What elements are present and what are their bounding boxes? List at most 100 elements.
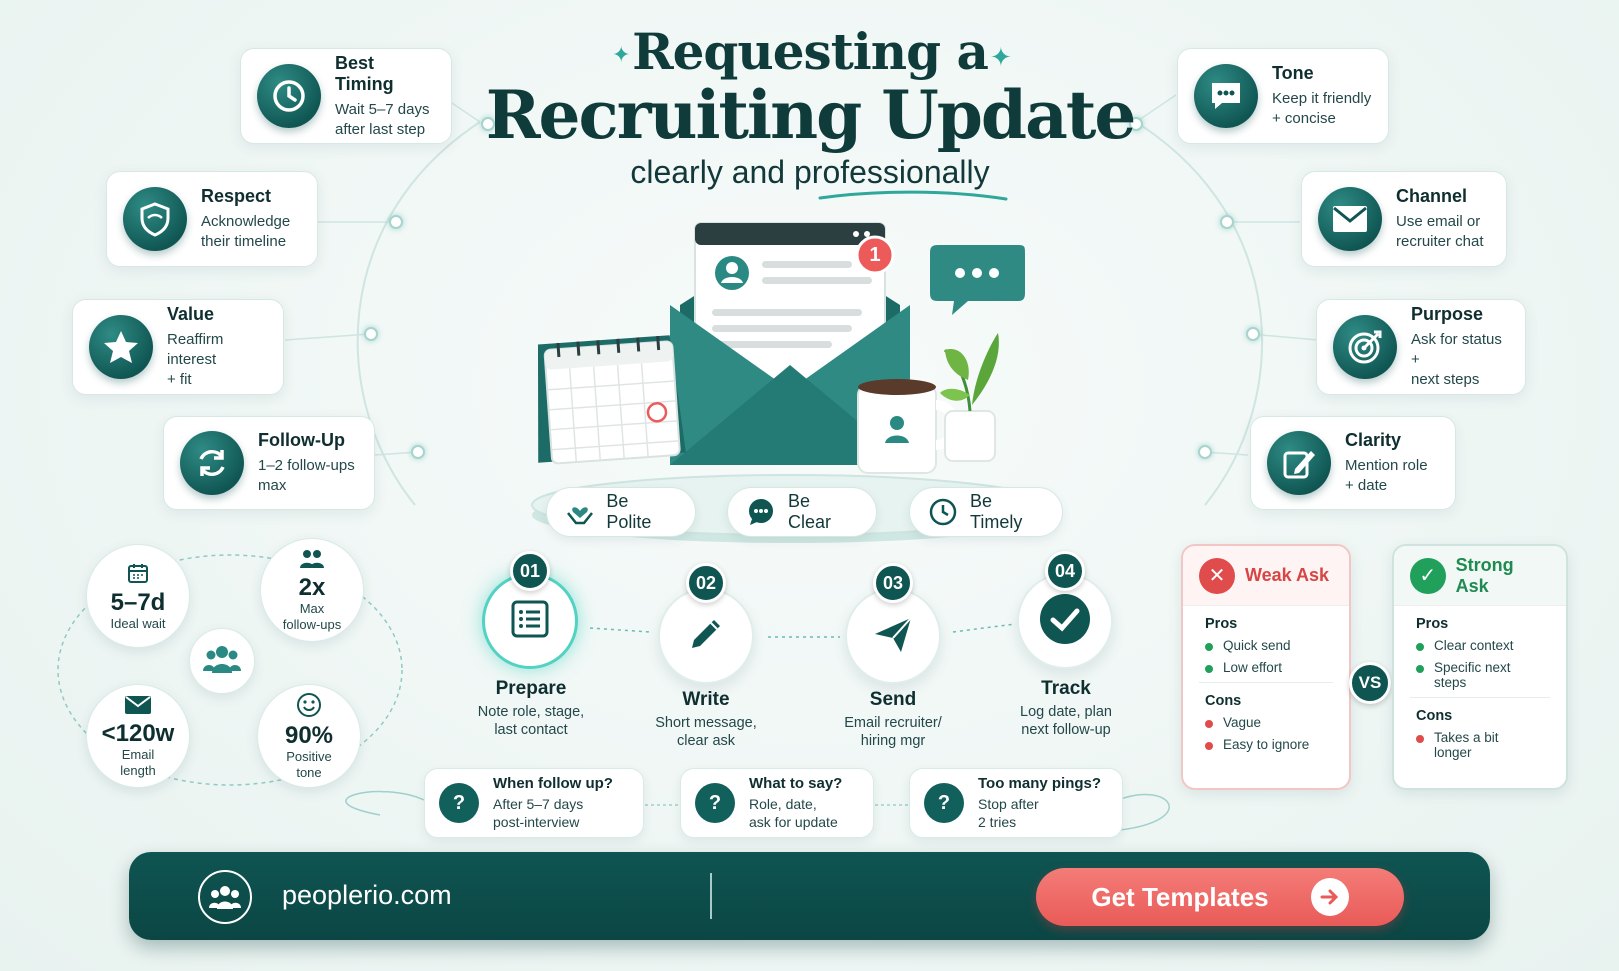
card-desc: Mention role bbox=[1345, 457, 1428, 474]
smile-icon bbox=[296, 692, 322, 723]
title-line-2: Recruiting Update bbox=[485, 76, 1137, 154]
pill-label: Be Polite bbox=[606, 491, 652, 532]
title-line-1: Requesting a bbox=[632, 22, 989, 81]
stat-value: 5–7d bbox=[110, 588, 166, 616]
card-desc: Acknowledge bbox=[201, 213, 291, 230]
stat-label: follow-ups bbox=[282, 616, 342, 632]
step-circle-prepare bbox=[482, 573, 578, 669]
step-circle-write bbox=[658, 588, 754, 684]
stat-value: 90% bbox=[284, 721, 334, 749]
stat-email-length: <120w Email length bbox=[86, 684, 190, 788]
card-desc: Keep it friendly bbox=[1272, 90, 1372, 107]
stat-value: 2x bbox=[298, 573, 326, 601]
step-circle-send bbox=[845, 588, 941, 684]
stat-max-follow-ups: 2x Max follow-ups bbox=[260, 538, 364, 642]
notification-badge: 1 bbox=[869, 244, 881, 266]
pencil-icon bbox=[684, 612, 728, 661]
step-title: Track bbox=[1041, 678, 1091, 699]
card-desc: + date bbox=[1345, 477, 1388, 494]
people-icon bbox=[299, 548, 325, 575]
check-icon bbox=[1038, 592, 1092, 651]
faq-answer: post-interview bbox=[493, 814, 580, 830]
pill-label: Be Clear bbox=[788, 491, 832, 532]
clock-icon bbox=[928, 497, 958, 527]
stat-positive-tone: 90% Positive tone bbox=[257, 684, 361, 788]
stat-center-people bbox=[189, 628, 255, 694]
card-title: Value bbox=[167, 304, 215, 324]
cons-label: Cons bbox=[1205, 693, 1242, 709]
step-desc: Note role, stage, bbox=[477, 704, 585, 720]
sparkle-icon: ✦ bbox=[990, 42, 1012, 72]
pros-label: Pros bbox=[1205, 616, 1238, 632]
list-item: Vague bbox=[1205, 715, 1327, 730]
mail-icon bbox=[1318, 187, 1382, 251]
stat-value: <120w bbox=[101, 719, 175, 747]
step-number: 02 bbox=[686, 563, 726, 603]
chat-icon bbox=[1194, 64, 1258, 128]
step-desc: Email recruiter/ bbox=[844, 715, 942, 731]
sparkle-icon: ✦ bbox=[612, 42, 631, 67]
card-desc: their timeline bbox=[201, 233, 287, 250]
connector-dot bbox=[411, 445, 425, 459]
question-icon: ? bbox=[695, 783, 735, 823]
connector-dot bbox=[1246, 327, 1260, 341]
subtitle-underline bbox=[818, 190, 1008, 201]
card-title: Channel bbox=[1396, 186, 1468, 206]
step-number: 01 bbox=[510, 551, 550, 591]
step-title: Write bbox=[682, 689, 730, 710]
card-desc: + fit bbox=[167, 371, 192, 388]
card-desc: Use email or bbox=[1396, 213, 1481, 230]
cons-label: Cons bbox=[1416, 708, 1453, 724]
stat-label: Email bbox=[121, 746, 155, 762]
card-desc: recruiter chat bbox=[1396, 233, 1484, 250]
list-item: Clear context bbox=[1416, 638, 1544, 653]
mail-icon bbox=[124, 694, 152, 721]
strong-ask-title: Strong Ask bbox=[1455, 554, 1514, 596]
stat-label: tone bbox=[296, 764, 322, 780]
chat-dots-icon bbox=[746, 497, 776, 527]
cta-label: Get Templates bbox=[1091, 881, 1269, 912]
logo-people-icon bbox=[198, 870, 252, 924]
connector-dot bbox=[364, 327, 378, 341]
card-title: Tone bbox=[1272, 63, 1314, 83]
faq-answer: Stop after bbox=[978, 796, 1039, 812]
step-desc: hiring mgr bbox=[860, 733, 926, 749]
faq-answer: After 5–7 days bbox=[493, 796, 584, 812]
footer-divider bbox=[710, 873, 712, 919]
question-icon: ? bbox=[924, 783, 964, 823]
connector-dot bbox=[1198, 445, 1212, 459]
pros-label: Pros bbox=[1416, 616, 1449, 632]
weak-ask-header: ✕ Weak Ask bbox=[1183, 546, 1349, 606]
card-desc: next steps bbox=[1411, 371, 1480, 388]
pencil-icon bbox=[1267, 431, 1331, 495]
step-number: 03 bbox=[873, 563, 913, 603]
step-desc: next follow-up bbox=[1021, 722, 1111, 738]
clock-icon bbox=[257, 64, 321, 128]
faq-question: When follow up? bbox=[493, 775, 613, 792]
step-desc: clear ask bbox=[676, 733, 736, 749]
strong-ask-panel: ✓ Strong Ask Pros Clear context Specific… bbox=[1392, 544, 1568, 790]
step-title: Send bbox=[869, 689, 917, 710]
footer-site-link[interactable]: peoplerio.com bbox=[282, 880, 452, 910]
shield-icon bbox=[123, 187, 187, 251]
step-number: 04 bbox=[1045, 551, 1085, 591]
list-item: Specific next steps bbox=[1416, 660, 1544, 690]
card-title: Best Timing bbox=[335, 52, 394, 94]
list-item: Quick send bbox=[1205, 638, 1327, 653]
send-icon bbox=[871, 612, 915, 661]
faq-answer: ask for update bbox=[749, 814, 838, 830]
x-icon: ✕ bbox=[1199, 557, 1235, 594]
get-templates-button[interactable]: Get Templates bbox=[1036, 868, 1404, 926]
card-title: Respect bbox=[201, 186, 272, 206]
stat-label: Ideal wait bbox=[110, 615, 166, 631]
target-icon bbox=[1333, 315, 1397, 379]
faq-question: What to say? bbox=[749, 775, 843, 792]
arrow-right-icon bbox=[1310, 878, 1349, 916]
